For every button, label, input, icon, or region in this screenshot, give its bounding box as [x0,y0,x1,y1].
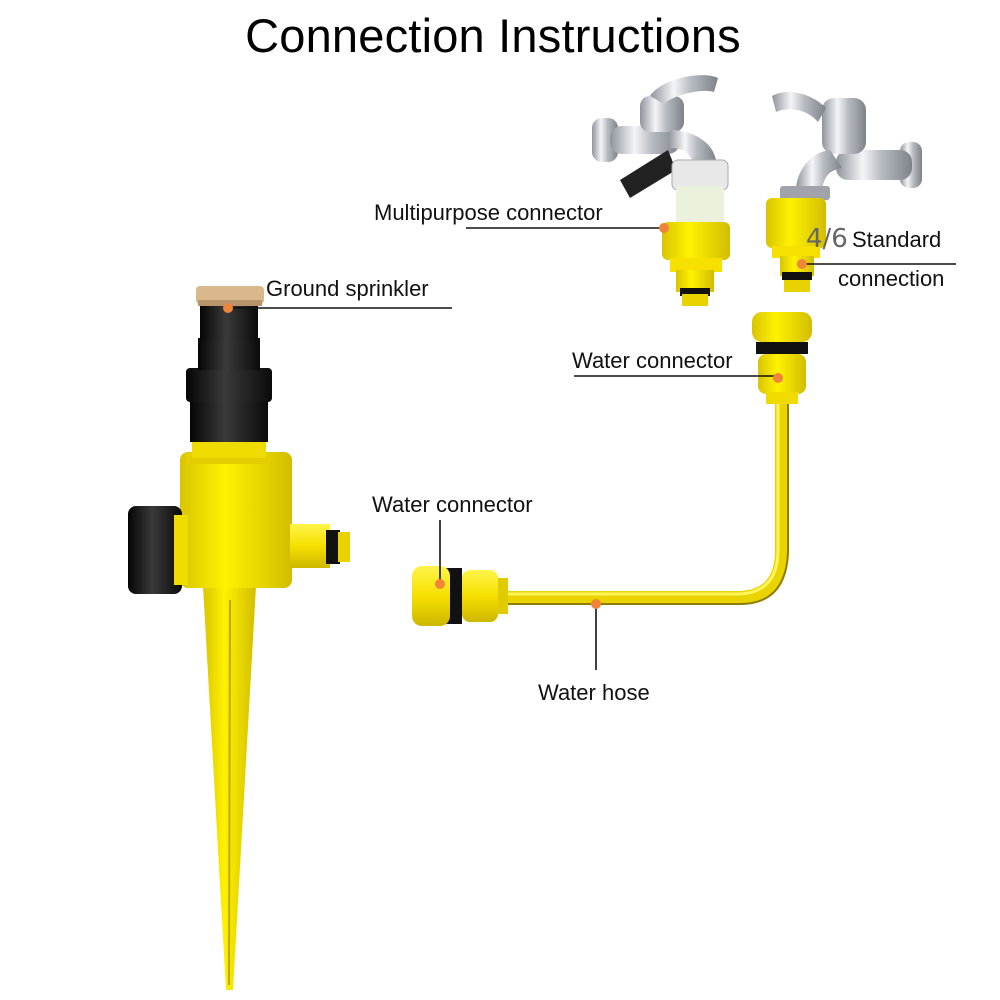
label-water-connector-top: Water connector [572,348,733,373]
sprinkler-body [180,452,292,588]
page-title: Connection Instructions [245,9,741,62]
ground-sprinkler-illustration [128,286,350,990]
dot-ground-sprinkler [223,303,233,313]
left-faucet-illustration [592,75,729,230]
label-standard: Standard [852,227,942,252]
label-thread-size: 4/6 [806,224,848,254]
label-ground-sprinkler: Ground sprinkler [266,276,429,301]
label-water-connector-left: Water connector [372,492,533,517]
dot-water-connector-left [435,579,445,589]
standard-connector-illustration [766,198,826,292]
water-hose-tube [498,404,789,605]
dot-water-connector-top [773,373,783,383]
dot-multipurpose-connector [659,223,669,233]
callout-lines [228,227,956,670]
right-faucet-illustration [772,92,922,200]
label-water-hose: Water hose [538,680,650,705]
callout-dots [223,223,807,609]
label-multipurpose-connector: Multipurpose connector [374,200,603,225]
multipurpose-connector-illustration [662,222,730,306]
sprinkler-knob [128,506,182,594]
dot-water-hose [591,599,601,609]
dot-standard-connection [797,259,807,269]
label-connection: connection [838,266,945,291]
